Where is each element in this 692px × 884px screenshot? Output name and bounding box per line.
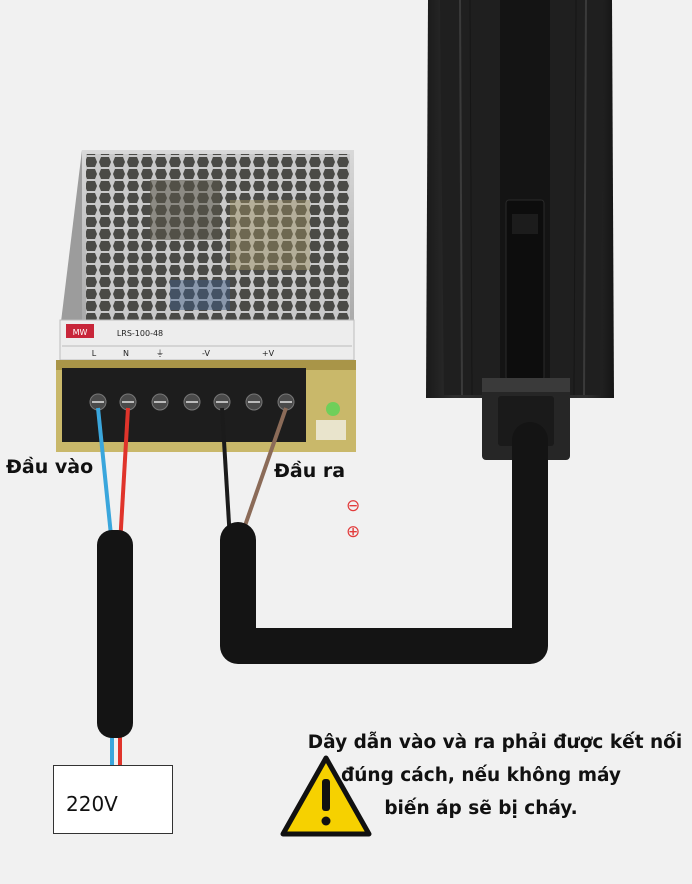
plus-polarity-icon: ⊕ bbox=[346, 522, 361, 542]
output-label: Đầu ra bbox=[274, 460, 346, 482]
input-label: Đầu vào bbox=[6, 456, 94, 478]
terminal-label-plus: +V bbox=[262, 349, 275, 358]
warning-line-2: đúng cách, nếu không máy bbox=[341, 765, 621, 786]
brand-mark: MW bbox=[73, 328, 88, 337]
voltage-box: 220V bbox=[53, 765, 173, 834]
voltage-label: 220V bbox=[66, 792, 118, 816]
terminal-label-ground: ⏚ bbox=[156, 349, 164, 358]
track-rail bbox=[426, 0, 614, 460]
terminal-label-minus: -V bbox=[202, 349, 210, 358]
input-cable-sleeve bbox=[97, 530, 133, 738]
minus-polarity-icon: ⊖ bbox=[346, 496, 361, 516]
terminal-label-l: L bbox=[92, 349, 97, 358]
output-cable bbox=[220, 422, 548, 664]
terminal-label-n: N bbox=[123, 349, 129, 358]
warning-line-3: biến áp sẽ bị cháy. bbox=[384, 798, 578, 819]
wires bbox=[96, 407, 288, 770]
warning-triangle-icon bbox=[280, 755, 372, 837]
psu-model: LRS-100-48 bbox=[117, 329, 163, 338]
power-supply-unit: MW LRS-100-48 L N ⏚ -V +V bbox=[56, 150, 356, 452]
warning-line-1: Dây dẫn vào và ra phải được kết nối bbox=[307, 732, 683, 753]
warning-text: Dây dẫn vào và ra phải được kết nối đúng… bbox=[290, 726, 690, 825]
